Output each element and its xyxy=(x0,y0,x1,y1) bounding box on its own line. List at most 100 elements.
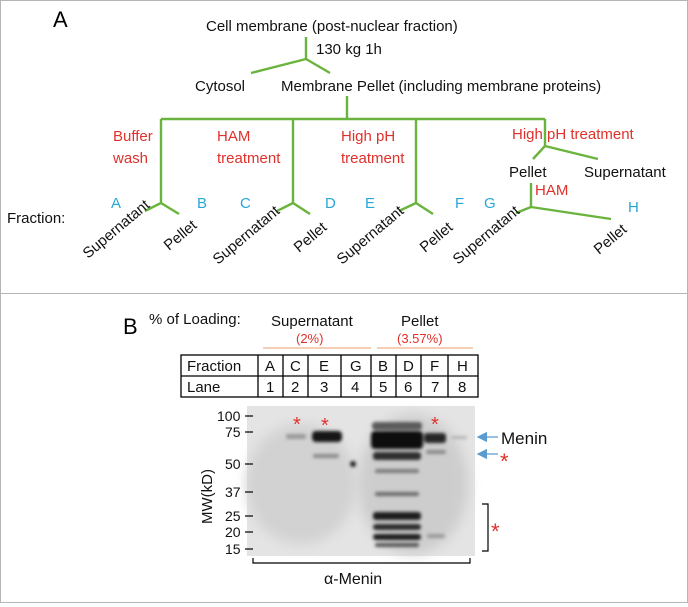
tree-line xyxy=(544,144,599,161)
blot-image: * * * xyxy=(246,406,475,556)
tree-line xyxy=(305,57,331,75)
tree-line xyxy=(144,201,162,213)
blot-band xyxy=(375,543,419,547)
table-lane-header: Lane xyxy=(187,379,220,396)
fraction-letter-f: F xyxy=(455,195,464,212)
table-fraction-cell: E xyxy=(319,358,329,375)
membrane-pellet-node: Membrane Pellet (including membrane prot… xyxy=(281,78,601,95)
band-star: * xyxy=(293,414,301,436)
table-lane-cell: 5 xyxy=(379,379,387,396)
table-fraction-cell: A xyxy=(265,358,275,375)
blot-band xyxy=(375,492,419,496)
mw-tick-label: 20 xyxy=(225,524,241,540)
tree-line xyxy=(292,201,311,216)
supernatant-loading-pct: (2%) xyxy=(296,331,323,346)
mw-tick-label: 100 xyxy=(217,408,241,424)
treatment-ph-line2: treatment xyxy=(341,150,405,167)
treatment-ham-line1: HAM xyxy=(217,128,250,145)
blot-smear xyxy=(246,424,356,544)
mw-ticks: 100 75 50 37 25 20 15 xyxy=(217,408,253,557)
fraction-letter-a: A xyxy=(111,195,121,212)
intermediate-supernatant: Supernatant xyxy=(584,164,667,181)
treatment-buffer-line1: Buffer xyxy=(113,128,153,145)
loading-label: % of Loading: xyxy=(149,311,241,328)
blot-band xyxy=(373,452,421,460)
blot-band xyxy=(451,436,467,439)
mw-axis-label: MW(kD) xyxy=(199,469,216,524)
panel-a-label: A xyxy=(53,7,68,32)
tree-line xyxy=(530,205,612,221)
table-lane-cell: 2 xyxy=(291,379,299,396)
blot-band xyxy=(427,534,445,538)
blot-band xyxy=(312,431,342,442)
low-mw-star: * xyxy=(491,519,500,544)
band-star: * xyxy=(321,415,329,437)
treatment-buffer-line2: wash xyxy=(112,150,148,167)
table-lane-cell: 3 xyxy=(320,379,328,396)
blot-band xyxy=(372,422,422,430)
low-mw-bracket xyxy=(482,503,489,552)
spin-condition: 130 kg 1h xyxy=(316,41,382,58)
blot-band xyxy=(286,434,306,439)
table-fraction-header: Fraction xyxy=(187,358,241,375)
fraction-letter-g: G xyxy=(484,195,496,212)
cytosol-node: Cytosol xyxy=(195,78,245,95)
mw-tick-label: 15 xyxy=(225,541,241,557)
fraction-letter-d: D xyxy=(325,195,336,212)
pellet-loading-pct: (3.57%) xyxy=(397,331,443,346)
tree-lines xyxy=(144,37,612,221)
table-lane-cell: 4 xyxy=(351,379,359,396)
leaf-pellet-d: Pellet xyxy=(291,218,331,256)
leaf-pellet-h: Pellet xyxy=(591,220,631,258)
table-fraction-cell: C xyxy=(290,358,301,375)
tree-line xyxy=(250,57,307,75)
blot-band xyxy=(424,433,446,443)
table-fraction-cell: F xyxy=(430,358,439,375)
table-lane-cell: 7 xyxy=(431,379,439,396)
lane-table: Fraction Lane A C E G B D F H 1 2 3 4 5 … xyxy=(180,354,479,398)
pellet-group-label: Pellet xyxy=(401,313,439,330)
tree-line xyxy=(415,201,434,216)
fraction-letter-e: E xyxy=(365,195,375,212)
blot-band xyxy=(371,431,423,449)
tree-line xyxy=(532,145,546,160)
table-fraction-cell: G xyxy=(350,358,362,375)
mw-tick-label: 25 xyxy=(225,508,241,524)
nonspecific-star: * xyxy=(500,449,509,474)
western-blot-figure: B % of Loading: Supernatant (2%) Pellet … xyxy=(123,311,547,588)
panel-b: B % of Loading: Supernatant (2%) Pellet … xyxy=(0,293,688,603)
mw-tick-label: 50 xyxy=(225,456,241,472)
table-lane-cell: 1 xyxy=(266,379,274,396)
leaf-pellet-f: Pellet xyxy=(417,218,457,256)
fraction-label: Fraction: xyxy=(7,210,65,227)
table-fraction-cell: H xyxy=(457,358,468,375)
blot-band xyxy=(313,454,339,458)
blot-band xyxy=(373,512,421,520)
treatment-ham-short: HAM xyxy=(535,182,568,199)
blot-band xyxy=(426,450,446,454)
mw-tick-label: 75 xyxy=(225,424,241,440)
panel-b-label: B xyxy=(123,314,138,339)
tree-line xyxy=(515,205,532,215)
table-lane-cell: 8 xyxy=(458,379,466,396)
menin-label: Menin xyxy=(501,429,547,448)
supernatant-group-label: Supernatant xyxy=(271,313,354,330)
treatment-ph-full: High pH treatment xyxy=(512,126,635,143)
panel-a: A Cell membrane (post-nuclear fraction) … xyxy=(0,0,688,294)
treatment-ham-line2: treatment xyxy=(217,150,281,167)
blot-band xyxy=(373,534,421,540)
root-node: Cell membrane (post-nuclear fraction) xyxy=(206,18,458,35)
mw-tick-label: 37 xyxy=(225,484,241,500)
fraction-letter-h: H xyxy=(628,199,639,216)
treatment-ph-line1: High pH xyxy=(341,128,395,145)
leaf-pellet-b: Pellet xyxy=(161,216,201,254)
intermediate-pellet: Pellet xyxy=(509,164,547,181)
fraction-letter-c: C xyxy=(240,195,251,212)
table-fraction-cell: B xyxy=(378,358,388,375)
fraction-letter-b: B xyxy=(197,195,207,212)
fractionation-diagram: A Cell membrane (post-nuclear fraction) … xyxy=(7,7,667,268)
blot-band xyxy=(373,524,421,530)
band-star: * xyxy=(431,414,439,436)
tree-line xyxy=(398,201,417,213)
tree-line xyxy=(276,201,294,213)
